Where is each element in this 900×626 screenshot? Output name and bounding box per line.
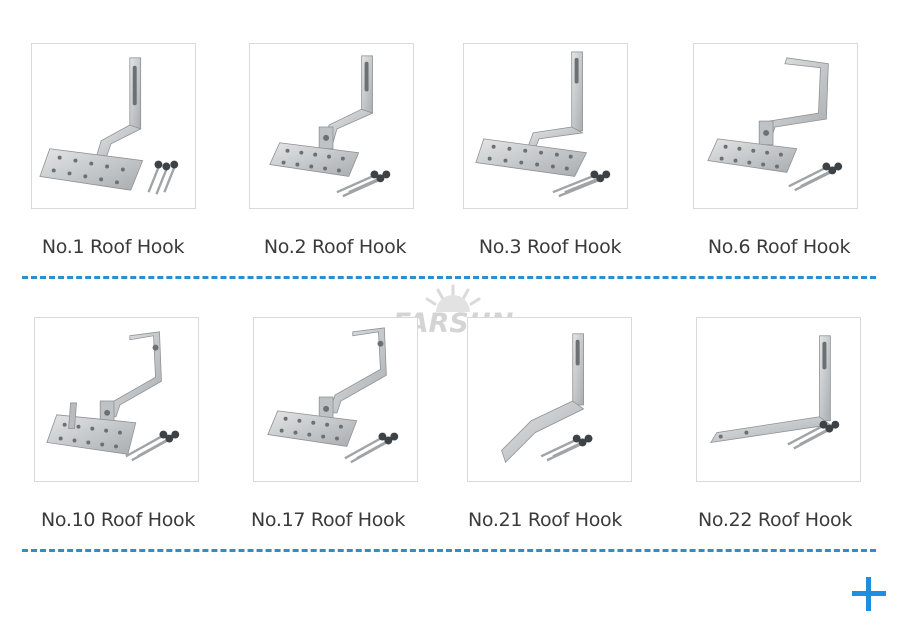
- roof-hook-no6-image: [707, 57, 843, 192]
- product-caption-no6[interactable]: No.6 Roof Hook: [707, 236, 851, 258]
- product-caption-no1[interactable]: No.1 Roof Hook: [41, 236, 185, 258]
- product-card-no3[interactable]: [463, 43, 628, 209]
- product-caption-no22[interactable]: No.22 Roof Hook: [697, 509, 853, 531]
- row-divider-bottom: [22, 549, 876, 552]
- roof-hook-no21-image: [501, 333, 593, 463]
- product-caption-no17[interactable]: No.17 Roof Hook: [250, 509, 406, 531]
- plus-icon[interactable]: [852, 577, 886, 611]
- product-card-no22[interactable]: [696, 317, 861, 482]
- product-card-no10[interactable]: [34, 317, 199, 482]
- product-card-no2[interactable]: [249, 43, 414, 209]
- roof-hook-no2-image: [269, 55, 391, 198]
- roof-hook-no10-image: [46, 331, 180, 462]
- product-caption-no2[interactable]: No.2 Roof Hook: [263, 236, 407, 258]
- product-card-no21[interactable]: [467, 317, 632, 482]
- row-divider-top: [22, 276, 876, 279]
- roof-hook-no17-image: [267, 327, 399, 464]
- roof-hook-no1-image: [39, 57, 179, 195]
- sun-logo-icon: [425, 284, 481, 312]
- product-card-no1[interactable]: [31, 43, 196, 209]
- roof-hook-no3-image: [475, 51, 611, 198]
- product-caption-no21[interactable]: No.21 Roof Hook: [467, 509, 623, 531]
- product-card-no6[interactable]: [693, 43, 858, 209]
- product-card-no17[interactable]: [253, 317, 418, 482]
- product-caption-no10[interactable]: No.10 Roof Hook: [40, 509, 196, 531]
- product-caption-no3[interactable]: No.3 Roof Hook: [478, 236, 622, 258]
- roof-hook-no22-image: [710, 335, 840, 450]
